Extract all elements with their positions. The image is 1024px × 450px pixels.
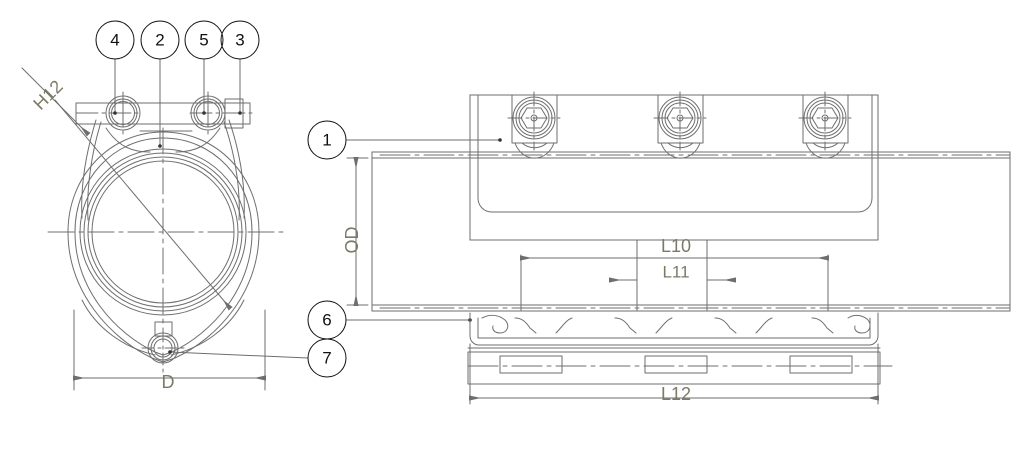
side-bolt-2 [653,91,707,159]
balloon-circles [95,20,347,378]
balloon-4-label[interactable]: 4 [110,31,119,50]
top-bolt-left [75,91,141,137]
clamp-arms [81,119,245,356]
dim-od-group [346,157,369,306]
side-bolt-3 [798,91,852,159]
balloon-5-label[interactable]: 5 [199,31,208,50]
balloon-6-label[interactable]: 6 [322,311,331,330]
balloon-1-label[interactable]: 1 [322,131,331,150]
dim-h12-group [21,67,233,311]
dim-l12-group [469,343,879,405]
balloon-1-circle [307,120,347,160]
dim-d-label: D [162,372,175,392]
side-view-group [371,91,1011,385]
balloon-4-circle [95,20,135,60]
pipe-outline [371,151,1011,312]
internal-step-lines [520,239,829,312]
balloon-3-circle [220,20,260,60]
gasket-profile [469,312,879,346]
balloon-7-label[interactable]: 7 [322,349,331,368]
dim-h12-label: H12 [29,76,66,113]
clamp-flange-plate [122,102,209,132]
end-view-group [47,91,289,373]
top-bolt-right [189,91,253,137]
dim-l11-label: L11 [662,263,689,282]
bottom-plate [467,347,881,385]
balloon-5-circle [184,20,224,60]
dim-od-label: OD [342,226,362,253]
side-view-centerlines [379,154,1011,367]
dim-d-group [73,309,266,391]
bottom-bolt [141,321,185,373]
balloon-2-label[interactable]: 2 [155,31,164,50]
side-bolt-1 [507,91,561,159]
balloon-7-circle [307,338,347,378]
dim-l12-label: L12 [661,384,691,404]
clamp-body-outline [67,131,260,363]
balloon-3-label[interactable]: 3 [235,31,244,50]
balloon-2-circle [140,20,180,60]
dim-l10-label: L10 [661,236,691,256]
clamp-shell-body [469,94,879,241]
balloon-leaders [113,58,502,359]
